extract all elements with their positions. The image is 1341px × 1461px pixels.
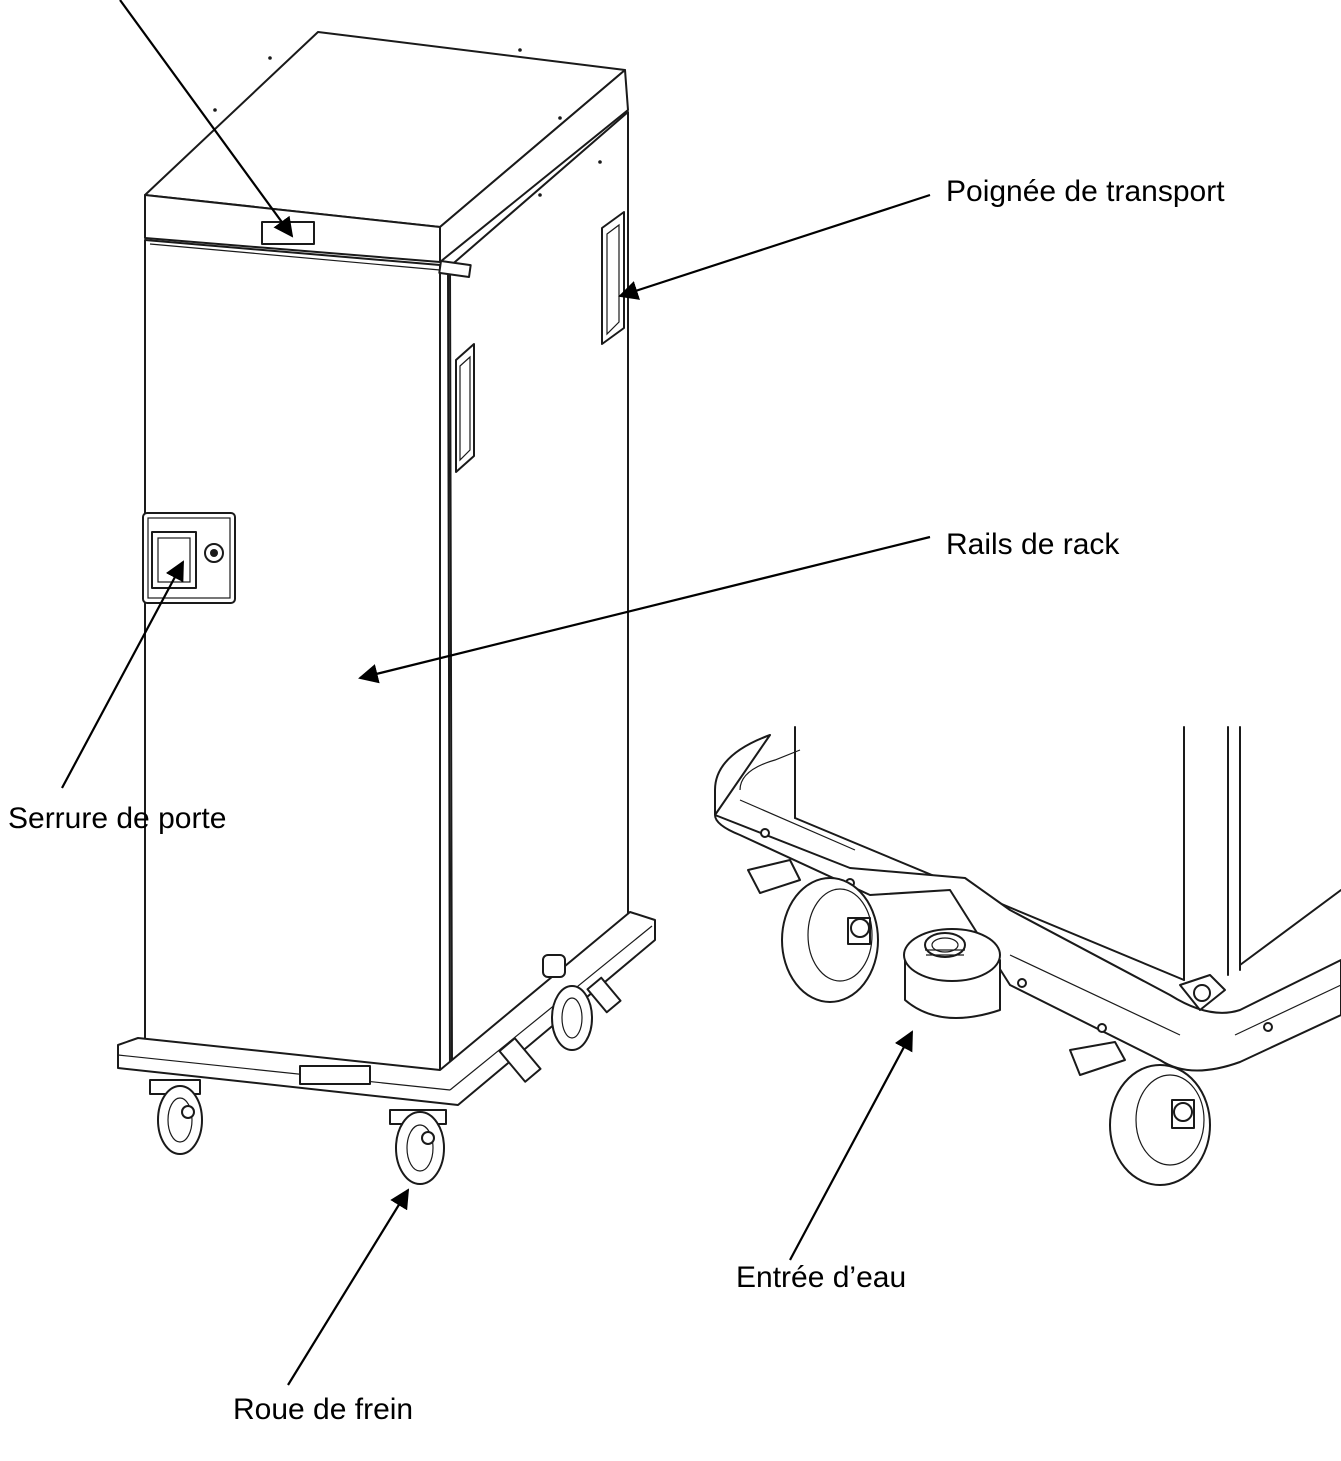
leader-handle: [618, 193, 931, 300]
leader-lines: [61, 0, 931, 1386]
label-door-lock: Serrure de porte: [8, 802, 227, 835]
leader-lock: [61, 560, 184, 789]
label-brake-wheel: Roue de frein: [233, 1393, 414, 1426]
label-transport-handle: Poignée de transport: [946, 175, 1225, 208]
main-wheels: [149, 985, 593, 1185]
leader-brake: [287, 1188, 410, 1386]
cabinet-base: [117, 911, 656, 1106]
label-rack-rails: Rails de rack: [946, 528, 1120, 561]
cabinet-body: [142, 31, 629, 1076]
leader-label-plate: [119, 0, 294, 238]
leader-water: [789, 1030, 913, 1261]
detail-view: [714, 726, 1341, 1186]
leader-rails: [358, 535, 931, 684]
label-water-inlet: Entrée d’eau: [736, 1261, 907, 1294]
